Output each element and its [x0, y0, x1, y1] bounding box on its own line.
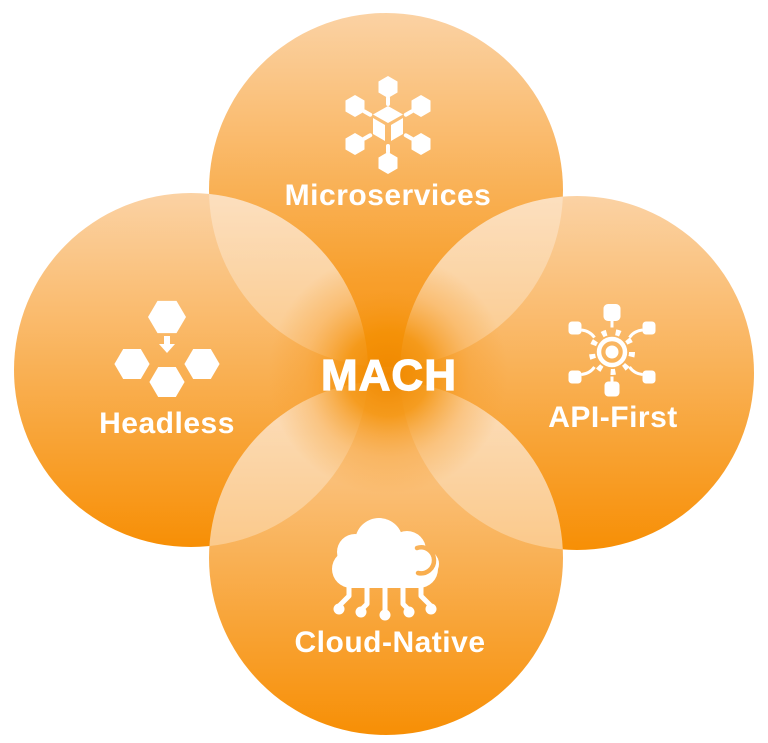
gear-connections-icon — [568, 304, 656, 397]
endpoint-nodes — [568, 304, 656, 397]
hexagons-arrow-icon — [114, 300, 220, 397]
gear-teeth — [589, 329, 635, 375]
overlap-petals-bottom — [209, 381, 563, 550]
cloud-circuit-icon — [315, 505, 455, 621]
connector-lines — [581, 321, 643, 382]
hexagon-nodes — [345, 76, 431, 174]
label-microservices: Microservices — [284, 179, 492, 212]
diagram-title: MACH — [320, 350, 457, 400]
cube-network-icon — [345, 76, 431, 174]
label-cloud-native: Cloud-Native — [294, 626, 486, 659]
center-glow — [268, 254, 508, 494]
down-arrow-icon — [159, 336, 175, 353]
gear-center — [605, 345, 619, 359]
gear-ring — [596, 336, 628, 368]
overlap-petals-top — [209, 193, 563, 367]
label-api-first: API-First — [548, 401, 678, 434]
circuit-terminals — [333, 603, 437, 621]
label-headless: Headless — [99, 407, 235, 440]
